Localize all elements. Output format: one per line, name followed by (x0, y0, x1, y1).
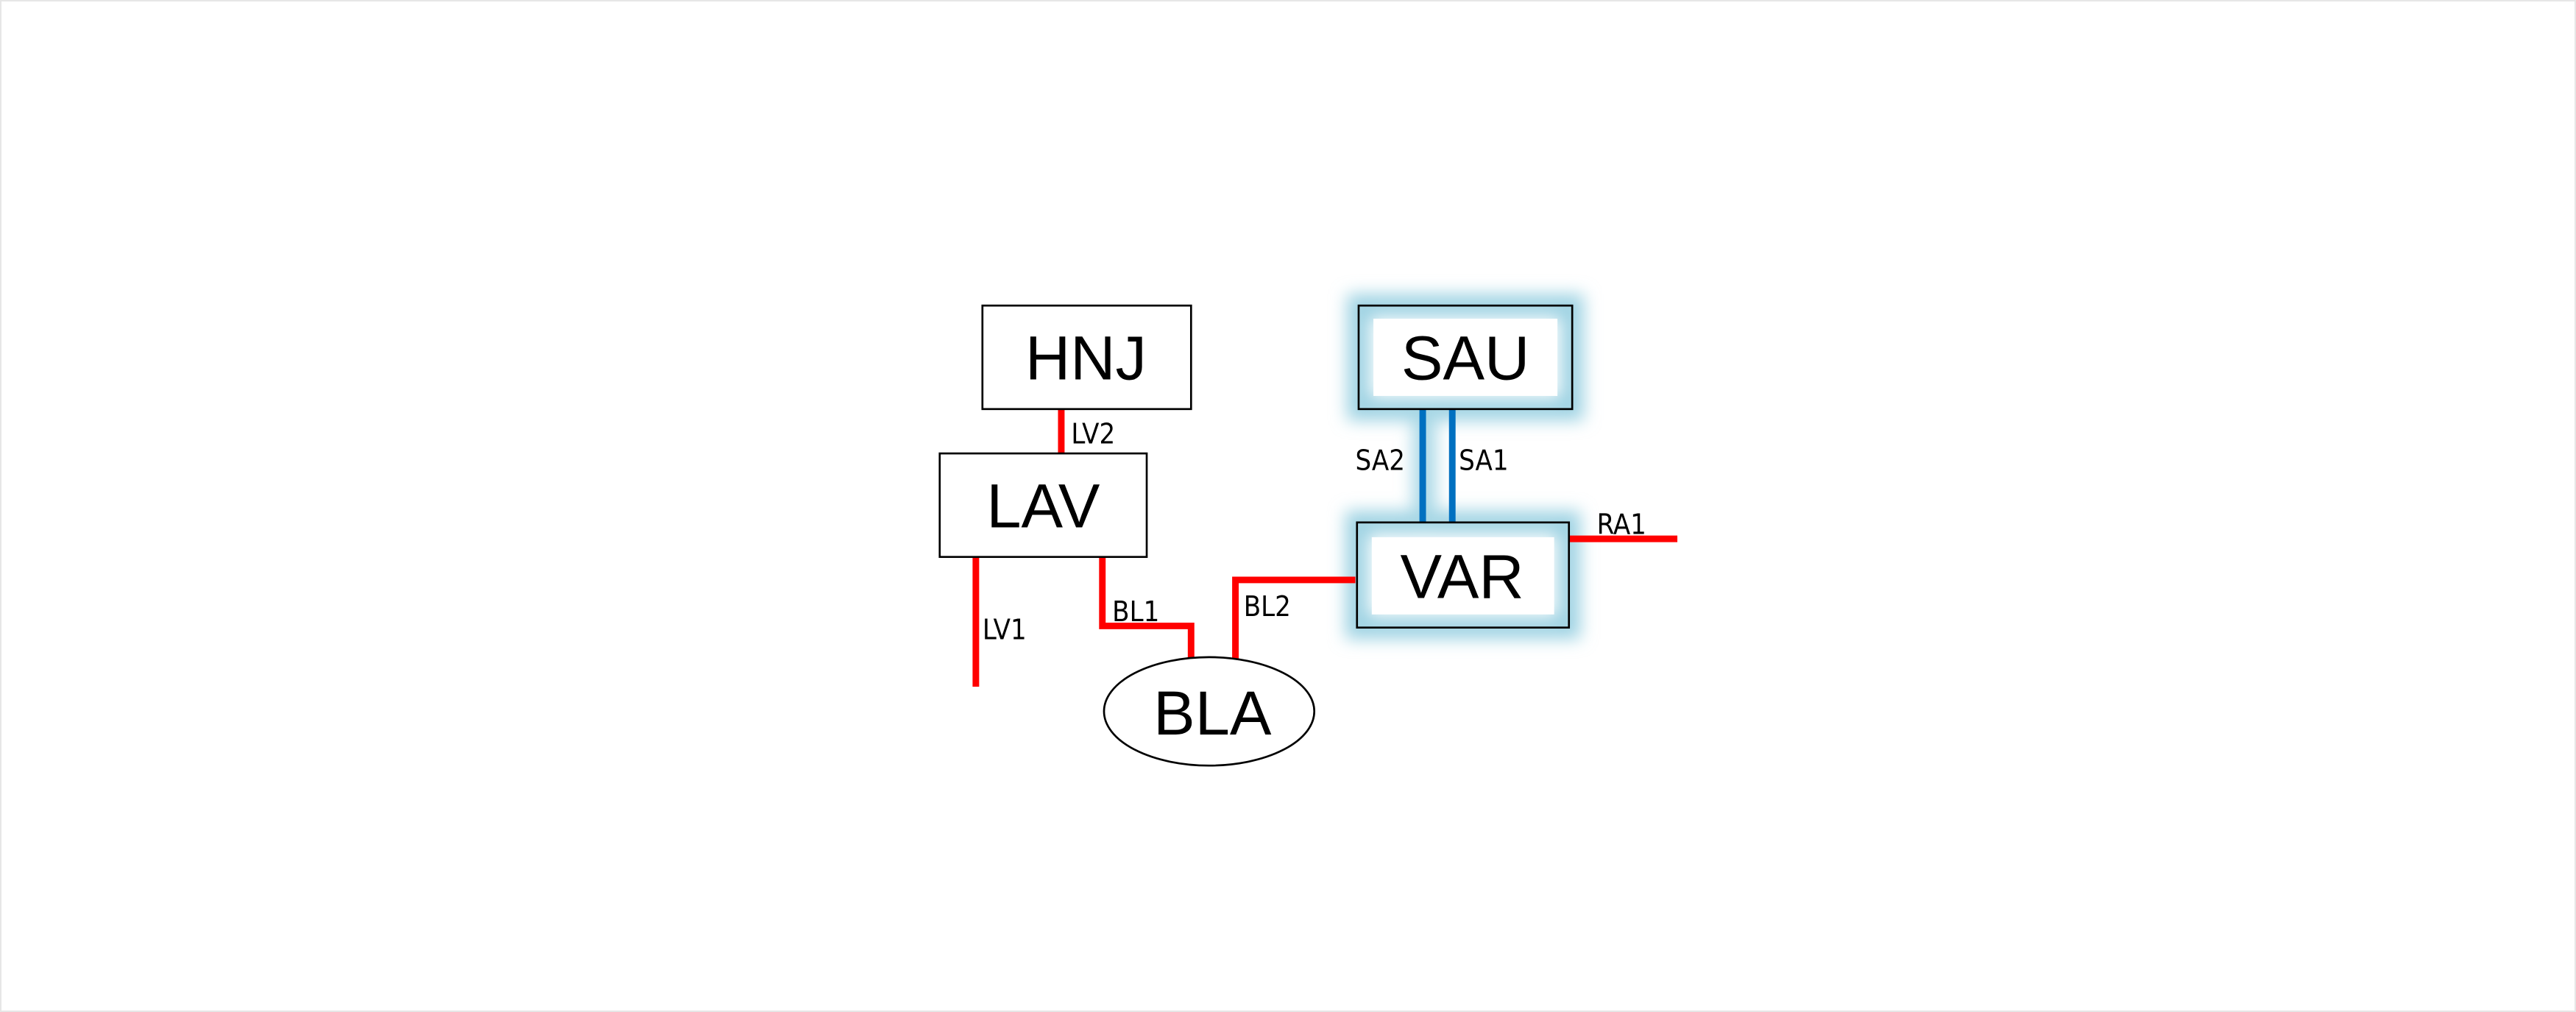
node-sau[interactable]: SAU (1357, 304, 1574, 411)
node-label: SAU (1401, 323, 1529, 393)
label-sa1: SA1 (1459, 444, 1508, 476)
node-hnj[interactable]: HNJ (981, 304, 1192, 411)
label-ra1: RA1 (1597, 508, 1646, 540)
node-label: BLA (1153, 678, 1272, 748)
label-bl2: BL2 (1244, 590, 1291, 623)
node-var[interactable]: VAR (1356, 521, 1571, 629)
link-bl1[interactable] (1099, 556, 1195, 664)
label-sa2: SA2 (1356, 444, 1405, 476)
link-bl2[interactable] (1232, 576, 1356, 664)
node-lav[interactable]: LAV (938, 452, 1148, 559)
label-bl1: BL1 (1112, 595, 1159, 628)
node-label: VAR (1401, 542, 1524, 612)
label-lv2: LV2 (1071, 418, 1115, 450)
node-label: LAV (986, 471, 1100, 541)
node-label: HNJ (1025, 323, 1147, 393)
node-bla[interactable]: BLA (1103, 656, 1316, 767)
label-lv1: LV1 (983, 613, 1027, 645)
